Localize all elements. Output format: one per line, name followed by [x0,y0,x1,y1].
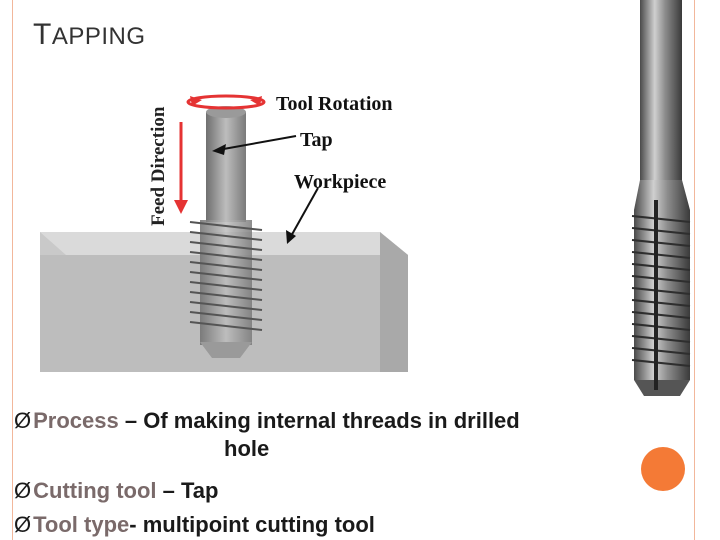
tap-label: Tap [300,129,333,151]
slide-frame-left [12,0,13,540]
tap-photo [628,0,694,400]
bullet-term: Tool type [33,512,129,537]
bullet-text: – Tap [157,478,219,503]
bullet-continuation: hole [224,436,269,462]
accent-circle [641,447,685,491]
workpiece-label: Workpiece [294,171,386,193]
bullet-tool-type: ØTool type- multipoint cutting tool [14,512,375,538]
bullet-process: ØProcess – Of making internal threads in… [14,408,520,434]
slide-frame-right [694,0,695,540]
tap-threads [190,220,262,358]
bullet-text: - multipoint cutting tool [129,512,375,537]
bullet-arrow-icon: Ø [14,478,31,503]
bullet-term: Cutting tool [33,478,156,503]
tap-shank [206,112,246,222]
feed-direction-arrow-icon [174,122,188,214]
feed-direction-label: Feed Direction [148,106,169,226]
workpiece-pointer [290,188,318,238]
bullet-arrow-icon: Ø [14,408,31,433]
title-rest: APPING [52,23,146,50]
slide-title: TAPPING [33,18,146,52]
tool-rotation-label: Tool Rotation [276,93,393,115]
tapping-diagram: Feed Direction Tool Rotation Tap Workpie… [40,80,460,400]
bullet-cutting-tool: ØCutting tool – Tap [14,478,218,504]
bullet-term: Process [33,408,119,433]
bullet-arrow-icon: Ø [14,512,31,537]
bullet-text: – Of making internal threads in drilled [119,408,520,433]
title-first-letter: T [33,18,52,51]
